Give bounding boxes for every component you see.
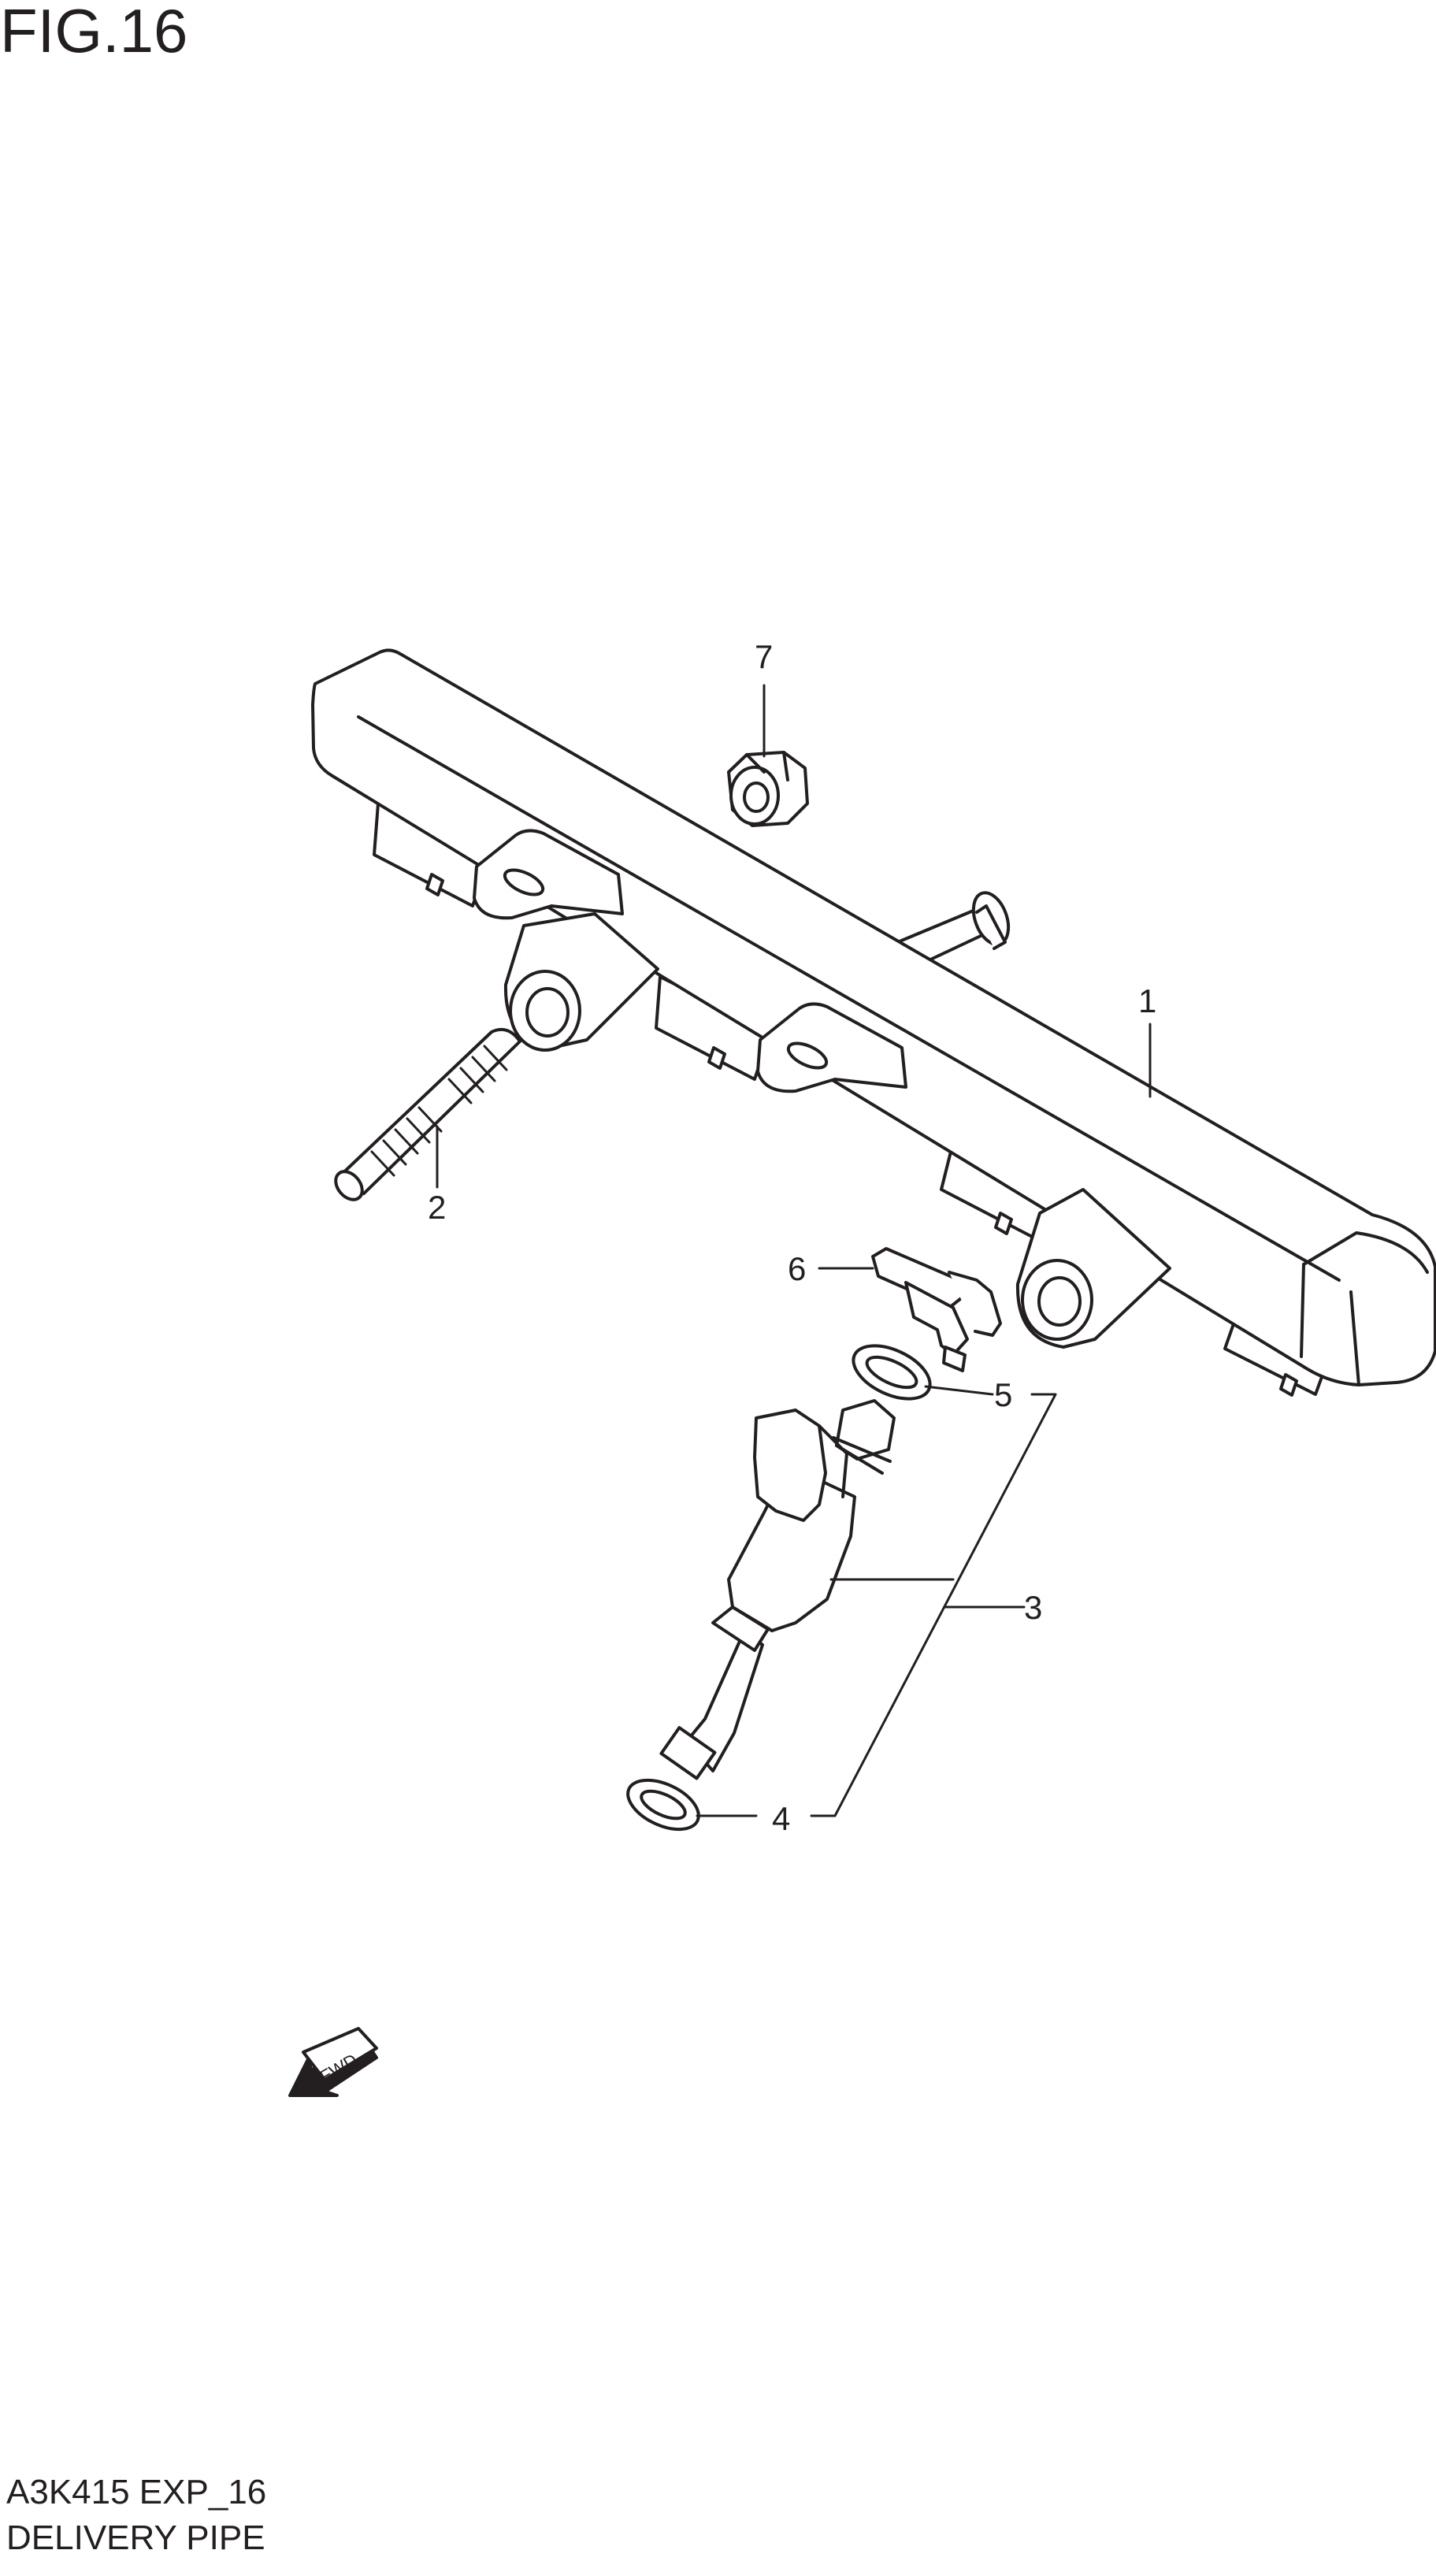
callout-5: 5 [994,1376,1012,1413]
fuel-injector [659,1399,896,1780]
bolt-boss [503,912,659,1052]
mounting-bracket [756,1002,907,1093]
callouts: 1 2 3 4 5 6 7 [428,638,1156,1837]
flange-nut [727,751,809,827]
callout-3: 3 [1024,1589,1042,1626]
o-ring-lower [626,1778,700,1832]
callout-1: 1 [1138,982,1156,1019]
callout-7: 7 [755,638,773,675]
callout-2: 2 [428,1189,446,1226]
injector-clip [871,1247,1002,1372]
bolt-boss [1015,1188,1171,1349]
callout-4: 4 [772,1800,790,1837]
leader-lines [436,684,1152,1817]
stud-bolt [334,1028,521,1201]
callout-6: 6 [788,1250,806,1287]
diagram-code: A3K415 EXP_16 [6,2473,267,2511]
delivery-pipe [311,648,1436,1397]
figure-title: FIG.16 [0,0,188,65]
diagram-name: DELIVERY PIPE [6,2518,265,2557]
rail-body [311,648,1436,1386]
mounting-bracket [473,829,624,920]
o-ring-upper [852,1344,932,1401]
fwd-arrow-icon: FWD [288,2027,378,2097]
fuel-inlet-pipe [889,891,1011,969]
